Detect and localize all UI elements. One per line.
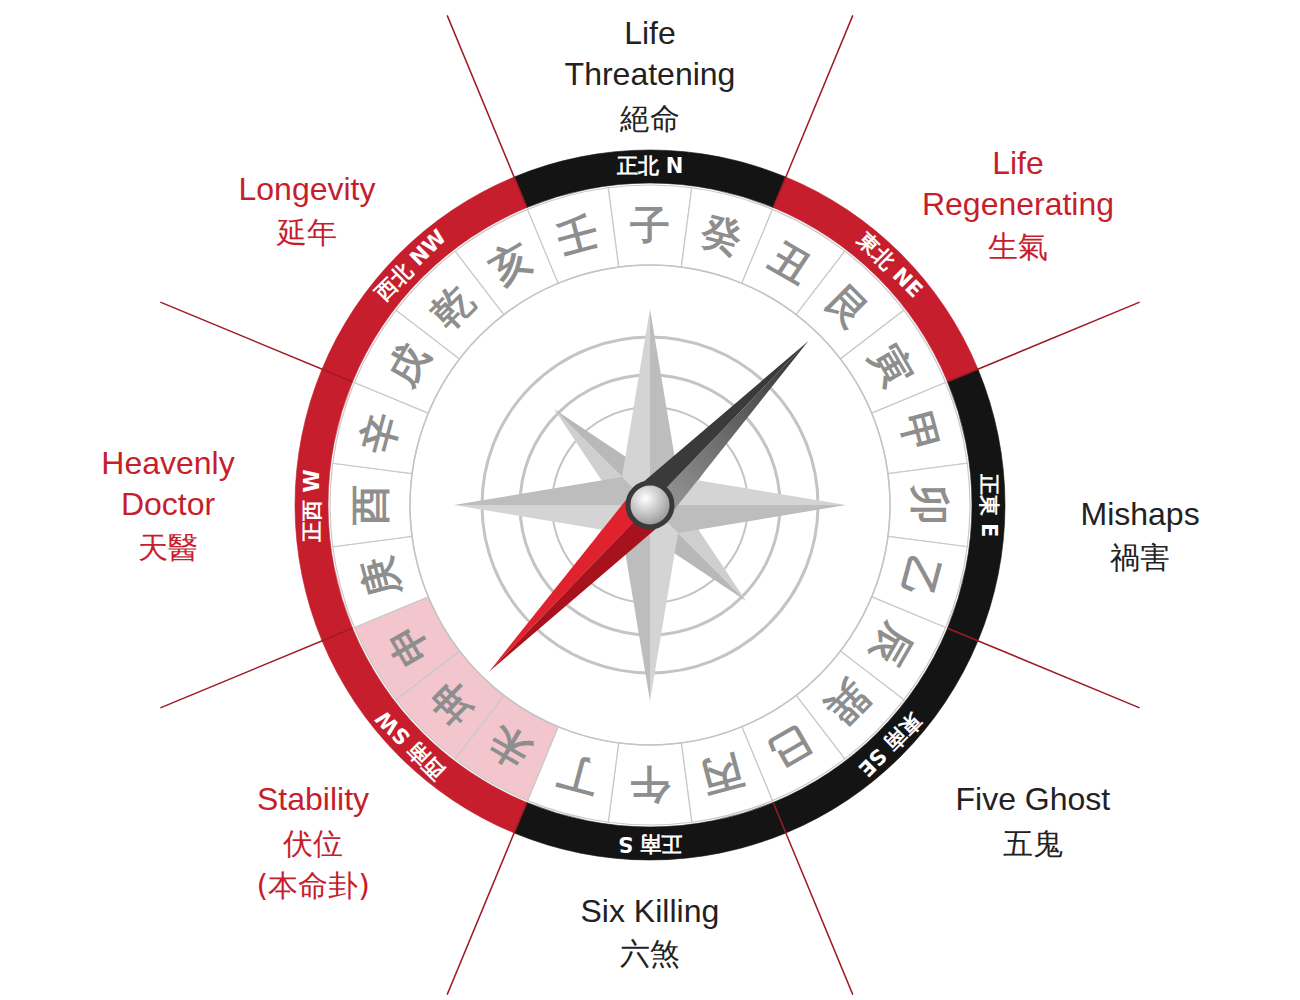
needle-south	[489, 505, 666, 687]
needle-north	[634, 326, 808, 505]
mountain-cell	[608, 185, 692, 267]
sector-name: Stability	[257, 779, 369, 821]
direction-band-label: 正南 S	[618, 831, 682, 856]
sector-name: Five Ghost	[956, 779, 1111, 821]
direction-text: 正西 W	[299, 469, 323, 541]
mountain-cell	[330, 463, 412, 547]
needle-pivot	[628, 483, 672, 527]
sector-name-chinese: 天醫	[138, 528, 198, 567]
mountain-cell	[888, 463, 970, 547]
sector-name: Life Regenerating	[903, 143, 1133, 226]
compass-needle	[473, 326, 824, 687]
direction-band	[295, 369, 353, 641]
sector-divider	[160, 302, 352, 382]
sector-divider	[947, 628, 1139, 708]
sector-name-chinese: 生氣	[988, 227, 1048, 266]
sector-divider	[160, 628, 352, 708]
mountain-character: 酉	[348, 485, 392, 525]
sector-name: Life Threatening	[545, 13, 755, 96]
direction-band	[514, 802, 786, 860]
sector-divider	[447, 802, 527, 994]
direction-band	[947, 369, 1005, 641]
sector-name-chinese: 延年	[277, 213, 337, 252]
direction-text: 正北 N	[617, 154, 684, 178]
sector-name-chinese: 五鬼	[1003, 824, 1063, 863]
sector-name-chinese: 絕命	[620, 99, 680, 138]
sector-name-chinese: 禍害	[1110, 538, 1170, 577]
direction-text: 正南 S	[618, 832, 682, 856]
inner-circle	[410, 265, 890, 745]
mountain-character: 子	[630, 203, 670, 247]
needle-north	[650, 341, 824, 520]
sector-name: Longevity	[239, 169, 376, 211]
star-point	[622, 309, 650, 505]
sector-name: Mishaps	[1081, 494, 1200, 536]
direction-band-label: 正西 W	[299, 469, 324, 541]
mountain-cell	[608, 743, 692, 825]
mountain-character: 卯	[908, 485, 952, 525]
compass-star	[454, 309, 846, 701]
sector-name-chinese: 伏位	[283, 824, 343, 863]
mountain-character: 午	[630, 763, 670, 807]
needle-south	[473, 490, 650, 672]
sector-divider	[947, 302, 1139, 382]
sector-divider	[773, 15, 853, 207]
direction-band	[514, 150, 786, 208]
sector-name: Six Killing	[581, 891, 720, 933]
sector-divider	[447, 15, 527, 207]
sector-divider	[773, 802, 853, 994]
direction-band-label: 正東 E	[976, 473, 1001, 537]
direction-text: 正東 E	[977, 473, 1001, 537]
sector-name-chinese: (本命卦)	[257, 866, 370, 905]
sector-name: Heavenly Doctor	[73, 443, 263, 526]
sector-name-chinese: 六煞	[620, 934, 680, 973]
direction-band-label: 正北 N	[617, 154, 684, 179]
